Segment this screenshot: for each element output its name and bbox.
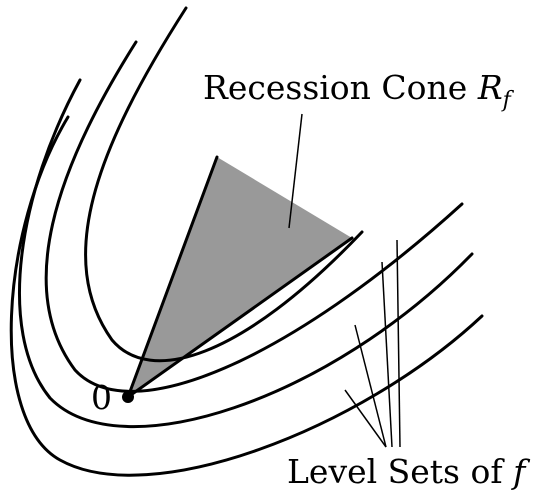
origin-label: 0 [91, 378, 112, 417]
recession-cone-region [128, 157, 352, 397]
level-set-leader-3 [381, 261, 393, 448]
level-set-leader-2 [354, 324, 387, 448]
cone-edge-lower [126, 236, 354, 399]
level-set-curve-2 [44, 40, 464, 393]
recession-cone-label: Recession Cone Rf [203, 68, 515, 113]
level-sets-symbol: f [510, 452, 531, 491]
level-set-leader-1 [344, 389, 387, 448]
level-set-curve-4 [9, 115, 484, 477]
recession-cone-label-text: Recession Cone [203, 68, 478, 107]
level-set-leader-4 [396, 239, 401, 448]
origin-point [122, 391, 134, 403]
cone-edge-upper [126, 155, 219, 399]
level-sets-label-text: Level Sets of [287, 452, 513, 491]
recession-cone-symbol: R [477, 68, 503, 107]
level-set-curve-1 [84, 6, 364, 363]
level-sets-label: Level Sets of f [287, 452, 531, 491]
recession-cone-subscript: f [501, 88, 515, 113]
recession-cone-leader [288, 113, 303, 229]
